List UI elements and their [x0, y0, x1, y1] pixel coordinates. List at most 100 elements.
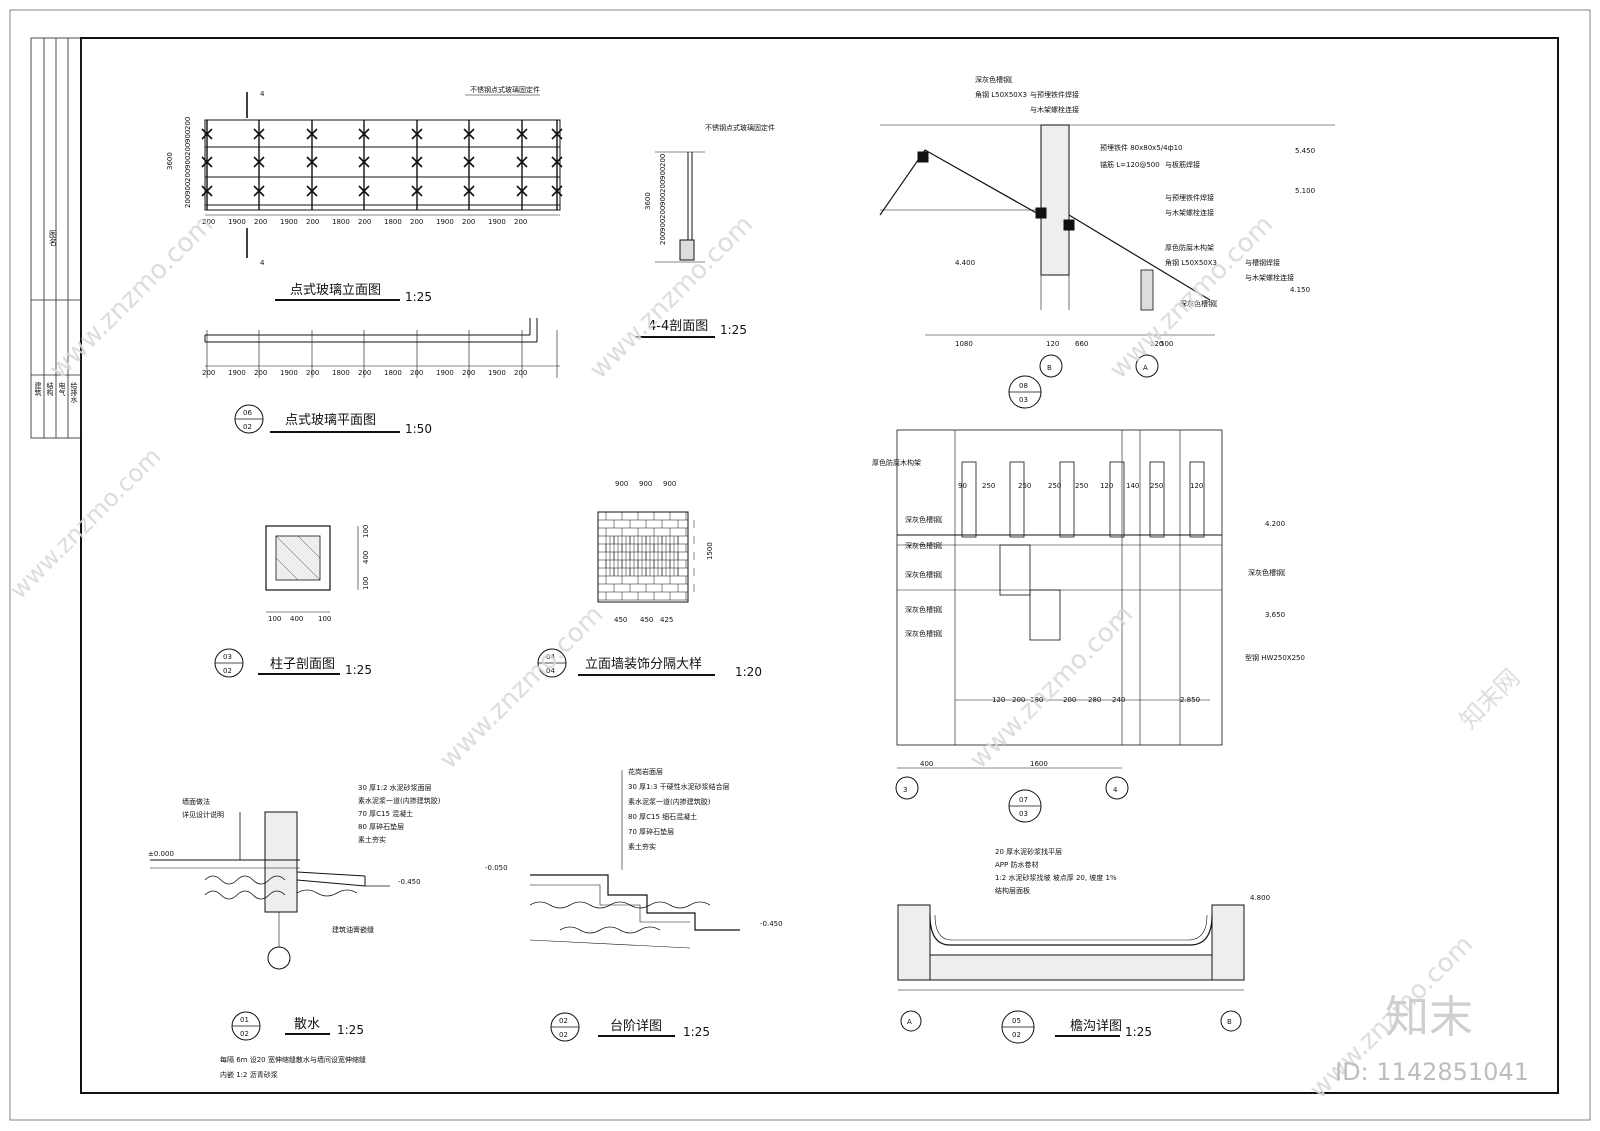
canopy-elev-label: 深灰色槽钢[ [905, 515, 943, 524]
elev-left-dim: 900 [184, 182, 192, 195]
elev-dim: 1900 [488, 218, 506, 226]
wall-dim-side: 1500 [706, 542, 714, 560]
step-layer: 80 厚C15 细石混凝土 [628, 812, 697, 821]
col-dim-side-2: 100 [362, 577, 370, 590]
canopy-elev-bottom-dim: 200 [1063, 696, 1076, 704]
apron-detail [150, 811, 390, 970]
rafter [1189, 461, 1205, 538]
wall-scale: 1:20 [735, 665, 762, 679]
step-tag-bottom: 02 [559, 1031, 568, 1039]
canopy-elev-bottom-dim: 180 [1030, 696, 1043, 704]
canopy-elev-bottom-dim: 240 [1112, 696, 1125, 704]
canopy-sec-label: 角钢 L50X50X3 [975, 90, 1027, 99]
apron-layer: 素土夯实 [358, 835, 386, 844]
title-label-elec: 电气 [58, 381, 66, 396]
apron-foot-2: 内嵌 1:2 沥青砂浆 [220, 1070, 278, 1079]
elev-left-dim: 200 [184, 117, 192, 130]
canopy-sec-grid-A: A [1143, 364, 1148, 372]
col-dim-side-0: 100 [362, 525, 370, 538]
step-layer: 素土夯实 [628, 842, 656, 851]
spider-fitting [253, 156, 265, 168]
gutter-layer: 20 厚水泥砂浆找平层 [995, 847, 1062, 856]
spider-fitting [551, 128, 563, 140]
canopy-sec-dim: 120 [1150, 340, 1163, 348]
elev-scale: 1:25 [405, 290, 432, 304]
wall-title: 立面墙装饰分隔大样 [585, 657, 702, 672]
canopy-elev-bottom-dim: 280 [1088, 696, 1101, 704]
canopy-sec-dim: 1080 [955, 340, 973, 348]
wall-tag-bottom: 04 [546, 667, 555, 675]
spider-fitting [411, 185, 423, 197]
gutter-layer: 1:2 水泥砂浆找坡 坡点厚 20, 坡度 1% [995, 873, 1117, 882]
elev-dim: 1900 [280, 218, 298, 226]
spider-fitting [516, 156, 528, 168]
section-4-4 [655, 151, 705, 263]
column-scale: 1:25 [345, 663, 372, 677]
sec44-dim: 200 [659, 180, 667, 193]
canopy-sec-label: 与木架螺栓连接 [1030, 105, 1079, 114]
elev-dim: 200 [202, 218, 215, 226]
sec44-dim: 900 [659, 167, 667, 180]
spider-fitting [516, 128, 528, 140]
canopy-sec-label: 厚色防腐木构架 [1165, 243, 1214, 252]
level-2850: 2.850 [1180, 696, 1200, 704]
watermark-brand: 知末 [1385, 992, 1473, 1043]
watermark-cn-1: 知末网 [1454, 664, 1525, 735]
plan-dim: 200 [306, 369, 319, 377]
sec44-dim: 200 [659, 154, 667, 167]
apron-side-note-1: 详见设计说明 [182, 810, 224, 819]
plan-dim: 200 [254, 369, 267, 377]
watermark-site-2: www.znzmo.com [584, 210, 759, 385]
elev-section-mark-top: 4 [260, 90, 265, 98]
col-dim-0: 100 [268, 615, 281, 623]
elev-dim: 200 [254, 218, 267, 226]
watermark-site-7: www.znzmo.com [4, 442, 166, 604]
wall-dim-bot-2: 425 [660, 616, 673, 624]
title-strip [30, 37, 82, 439]
plan-dim: 1900 [488, 369, 506, 377]
canopy-elev-label: 型钢 HW250X250 [1245, 653, 1305, 662]
canopy-sec-label: 锚筋 L=120@500 [1100, 160, 1160, 169]
canopy-sec-label: 与槽钢焊接 [1245, 258, 1280, 267]
column-tag-top: 03 [223, 653, 232, 661]
spider-fitting [358, 156, 370, 168]
apron-tag-top: 01 [240, 1016, 249, 1024]
elev-left-dim: 900 [184, 156, 192, 169]
elev-left-dim: 200 [184, 169, 192, 182]
step-scale: 1:25 [683, 1025, 710, 1039]
canopy-section [879, 124, 1335, 409]
canopy-elevation-rafters [961, 461, 1205, 538]
spider-fitting [358, 128, 370, 140]
plan-title: 点式玻璃平面图 [285, 413, 376, 428]
apron-level-m450: -0.450 [398, 878, 421, 886]
sheet-outer-frame [9, 9, 1591, 1121]
canopy-elev-grid-4: 4 [1113, 786, 1118, 794]
step-layer: 素水泥浆一道(内掺建筑胶) [628, 797, 711, 806]
rafter [1059, 461, 1075, 538]
watermark-site-5: www.znzmo.com [964, 600, 1139, 775]
gutter-scale: 1:25 [1125, 1025, 1152, 1039]
canopy-sec-label: 与预埋铁件焊接 [1165, 193, 1214, 202]
plan-dim: 200 [462, 369, 475, 377]
step-layer: 70 厚碎石垫层 [628, 827, 674, 836]
canopy-elev-top-dim: 250 [1150, 482, 1163, 490]
canopy-elev-label: 深灰色槽钢[ [905, 570, 943, 579]
apron-scale: 1:25 [337, 1023, 364, 1037]
canopy-sec-tag-bottom: 03 [1019, 396, 1028, 404]
wall-dim-top-0: 900 [615, 480, 628, 488]
elev-section-mark-bottom: 4 [260, 259, 265, 267]
watermark-site-1: www.znzmo.com [44, 210, 219, 385]
glass-plan [204, 318, 538, 343]
spider-fitting [551, 156, 563, 168]
plan-dim: 1900 [436, 369, 454, 377]
elev-dim: 1900 [436, 218, 454, 226]
col-dim-side-1: 400 [362, 551, 370, 564]
canopy-sec-dim: 660 [1075, 340, 1088, 348]
rafter [1009, 461, 1025, 538]
apron-tag-bottom: 02 [240, 1030, 249, 1038]
spider-fitting [201, 128, 213, 140]
gutter-tag-top: 05 [1012, 1017, 1021, 1025]
column-tag-bottom: 02 [223, 667, 232, 675]
